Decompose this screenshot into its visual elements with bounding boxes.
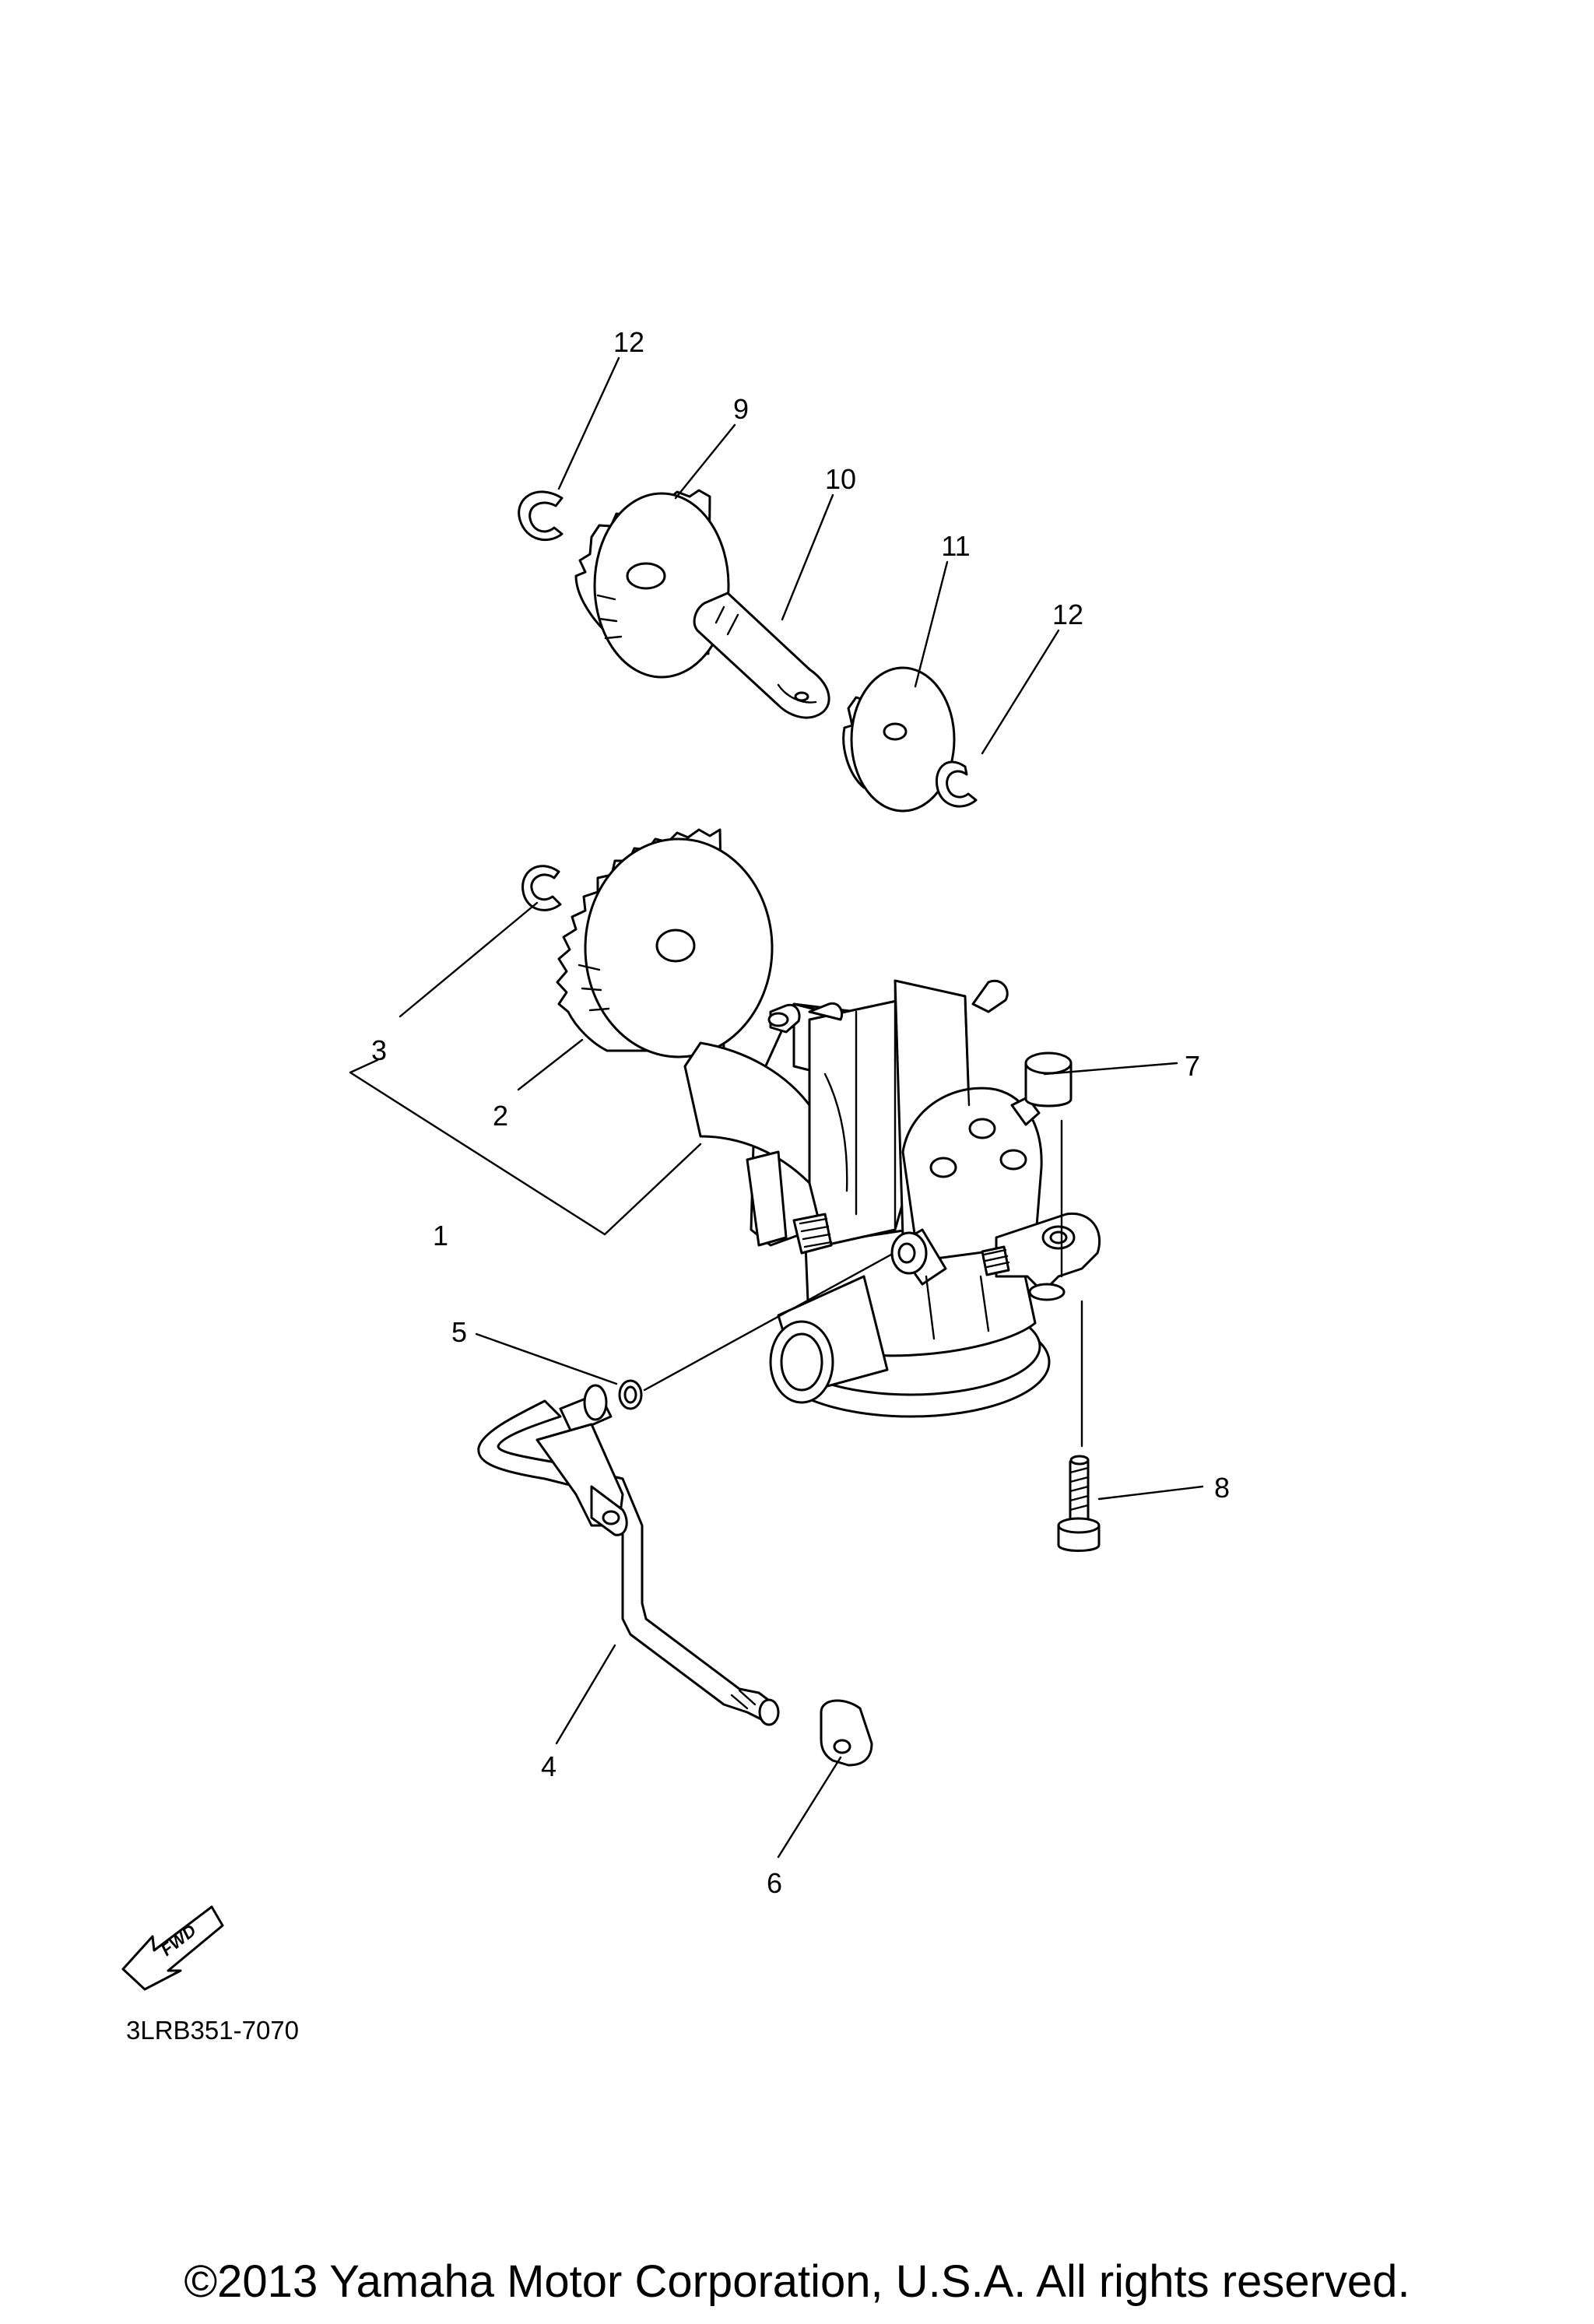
shaft-10 <box>693 592 830 719</box>
circlip-12-right <box>936 760 978 808</box>
callout-7: 7 <box>1185 1050 1200 1082</box>
gear-9 <box>574 489 730 679</box>
copyright-notice: ©2013 Yamaha Motor Corporation, U.S.A. A… <box>184 2256 1410 2307</box>
oil-pump-body <box>683 979 1101 1418</box>
callout-6: 6 <box>767 1867 782 1899</box>
gear-2 <box>556 828 774 1058</box>
gear-11 <box>842 666 956 813</box>
bolt-8 <box>1057 1455 1101 1552</box>
callout-12-right: 12 <box>1052 599 1083 630</box>
plug-6 <box>820 1699 873 1767</box>
fwd-direction-arrow: FWD <box>121 1905 224 1991</box>
callout-1: 1 <box>433 1220 448 1252</box>
callout-4: 4 <box>541 1750 556 1782</box>
dowel-7 <box>1024 1051 1073 1108</box>
callout-11: 11 <box>941 530 970 562</box>
callout-8: 8 <box>1214 1472 1230 1504</box>
circlip-3 <box>521 865 562 911</box>
circlip-12-left <box>518 490 564 542</box>
callout-10: 10 <box>825 463 856 495</box>
callout-5: 5 <box>451 1316 467 1348</box>
callout-9: 9 <box>733 393 749 425</box>
reference-code: 3LRB351-7070 <box>126 2016 299 2045</box>
callout-2: 2 <box>493 1100 508 1132</box>
leader-lines <box>349 356 1204 1859</box>
callout-12-left: 12 <box>613 326 644 358</box>
callout-numbers: 1 2 3 4 5 6 7 8 9 10 11 12 12 <box>371 326 1230 1899</box>
delivery-pipe-4 <box>477 1384 780 1726</box>
o-ring-5 <box>618 1379 643 1410</box>
callout-3: 3 <box>371 1034 387 1066</box>
